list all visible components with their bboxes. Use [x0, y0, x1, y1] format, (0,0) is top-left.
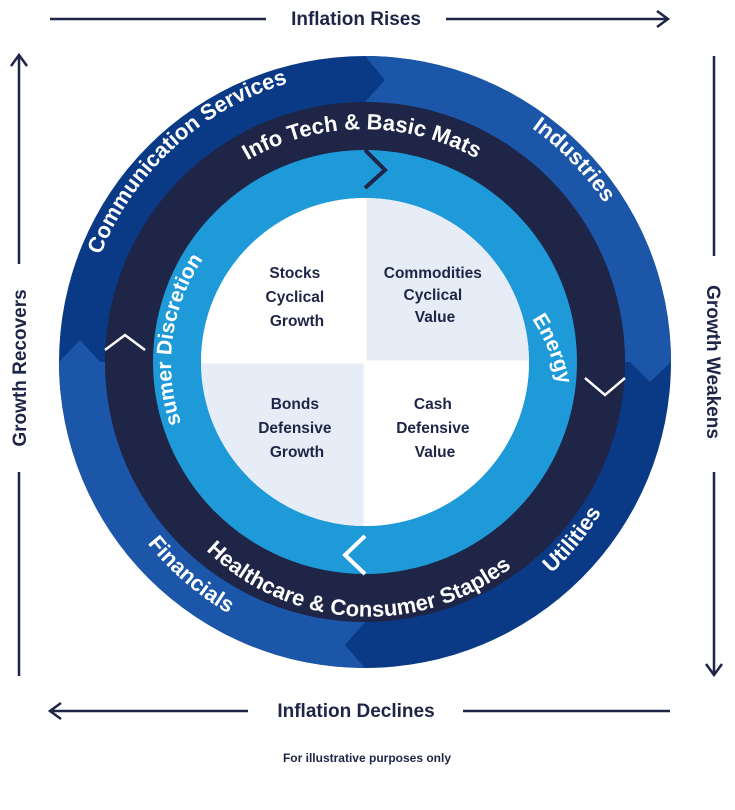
axis-bottom: Inflation Declines	[47, 701, 670, 722]
arrow-down-icon	[704, 663, 724, 678]
quadrant-top-right-label: Commodities Cyclical Value	[384, 265, 487, 326]
quadrant-bottom-right-bg	[365, 362, 529, 526]
axis-top: Inflation Rises	[50, 9, 671, 30]
inner-ring-arrow-bottom	[342, 534, 367, 576]
middle-ring-separator-left	[104, 333, 146, 351]
quadrant-bottom-left-line3: Growth	[270, 444, 324, 461]
quadrant-bottom-right-line2: Defensive	[396, 420, 470, 437]
axis-top-label: Inflation Rises	[291, 9, 421, 30]
quadrant-bottom-left-line1: Bonds	[271, 396, 319, 413]
quadrant-top-left-line1: Stocks	[269, 265, 320, 282]
quadrant-bottom-left-line2: Defensive	[258, 420, 332, 437]
arrow-left-icon	[47, 701, 62, 721]
axis-left-label: Growth Recovers	[10, 289, 31, 446]
outer-ring-segment-top-right	[365, 56, 671, 382]
quadrant-bottom-right-label: Cash Defensive Value	[396, 396, 474, 461]
middle-ring-separator-right	[584, 377, 626, 397]
axis-left: Growth Recovers	[9, 52, 31, 676]
quadrant-top-left-label: Stocks Cyclical Growth	[266, 265, 329, 330]
center-quadrants: Stocks Cyclical Growth Commodities Cycli…	[201, 198, 529, 526]
axis-bottom-label: Inflation Declines	[277, 701, 434, 722]
quadrant-top-right-line3: Value	[415, 309, 456, 326]
quadrant-bottom-left-bg	[201, 362, 365, 526]
quadrant-top-right-line2: Cyclical	[404, 287, 463, 304]
quadrant-top-right-line1: Commodities	[384, 265, 482, 282]
axis-right: Growth Weakens	[702, 56, 724, 678]
arrow-up-icon	[9, 52, 29, 67]
quadrant-top-left-bg	[201, 198, 365, 362]
quadrant-bottom-right-line3: Value	[415, 444, 456, 461]
quadrant-top-left-line3: Growth	[270, 313, 324, 330]
outer-ring-segment-bottom-left	[59, 340, 365, 668]
footnote: For illustrative purposes only	[283, 751, 451, 765]
quadrant-top-right-bg	[365, 198, 529, 362]
axis-right-label: Growth Weakens	[702, 285, 723, 439]
quadrant-top-left-line2: Cyclical	[266, 289, 325, 306]
quadrant-bottom-left-label: Bonds Defensive Growth	[258, 396, 336, 461]
quadrant-bottom-right-line1: Cash	[414, 396, 452, 413]
inner-ring-arrow-top	[363, 148, 388, 190]
arrow-right-icon	[656, 9, 671, 29]
